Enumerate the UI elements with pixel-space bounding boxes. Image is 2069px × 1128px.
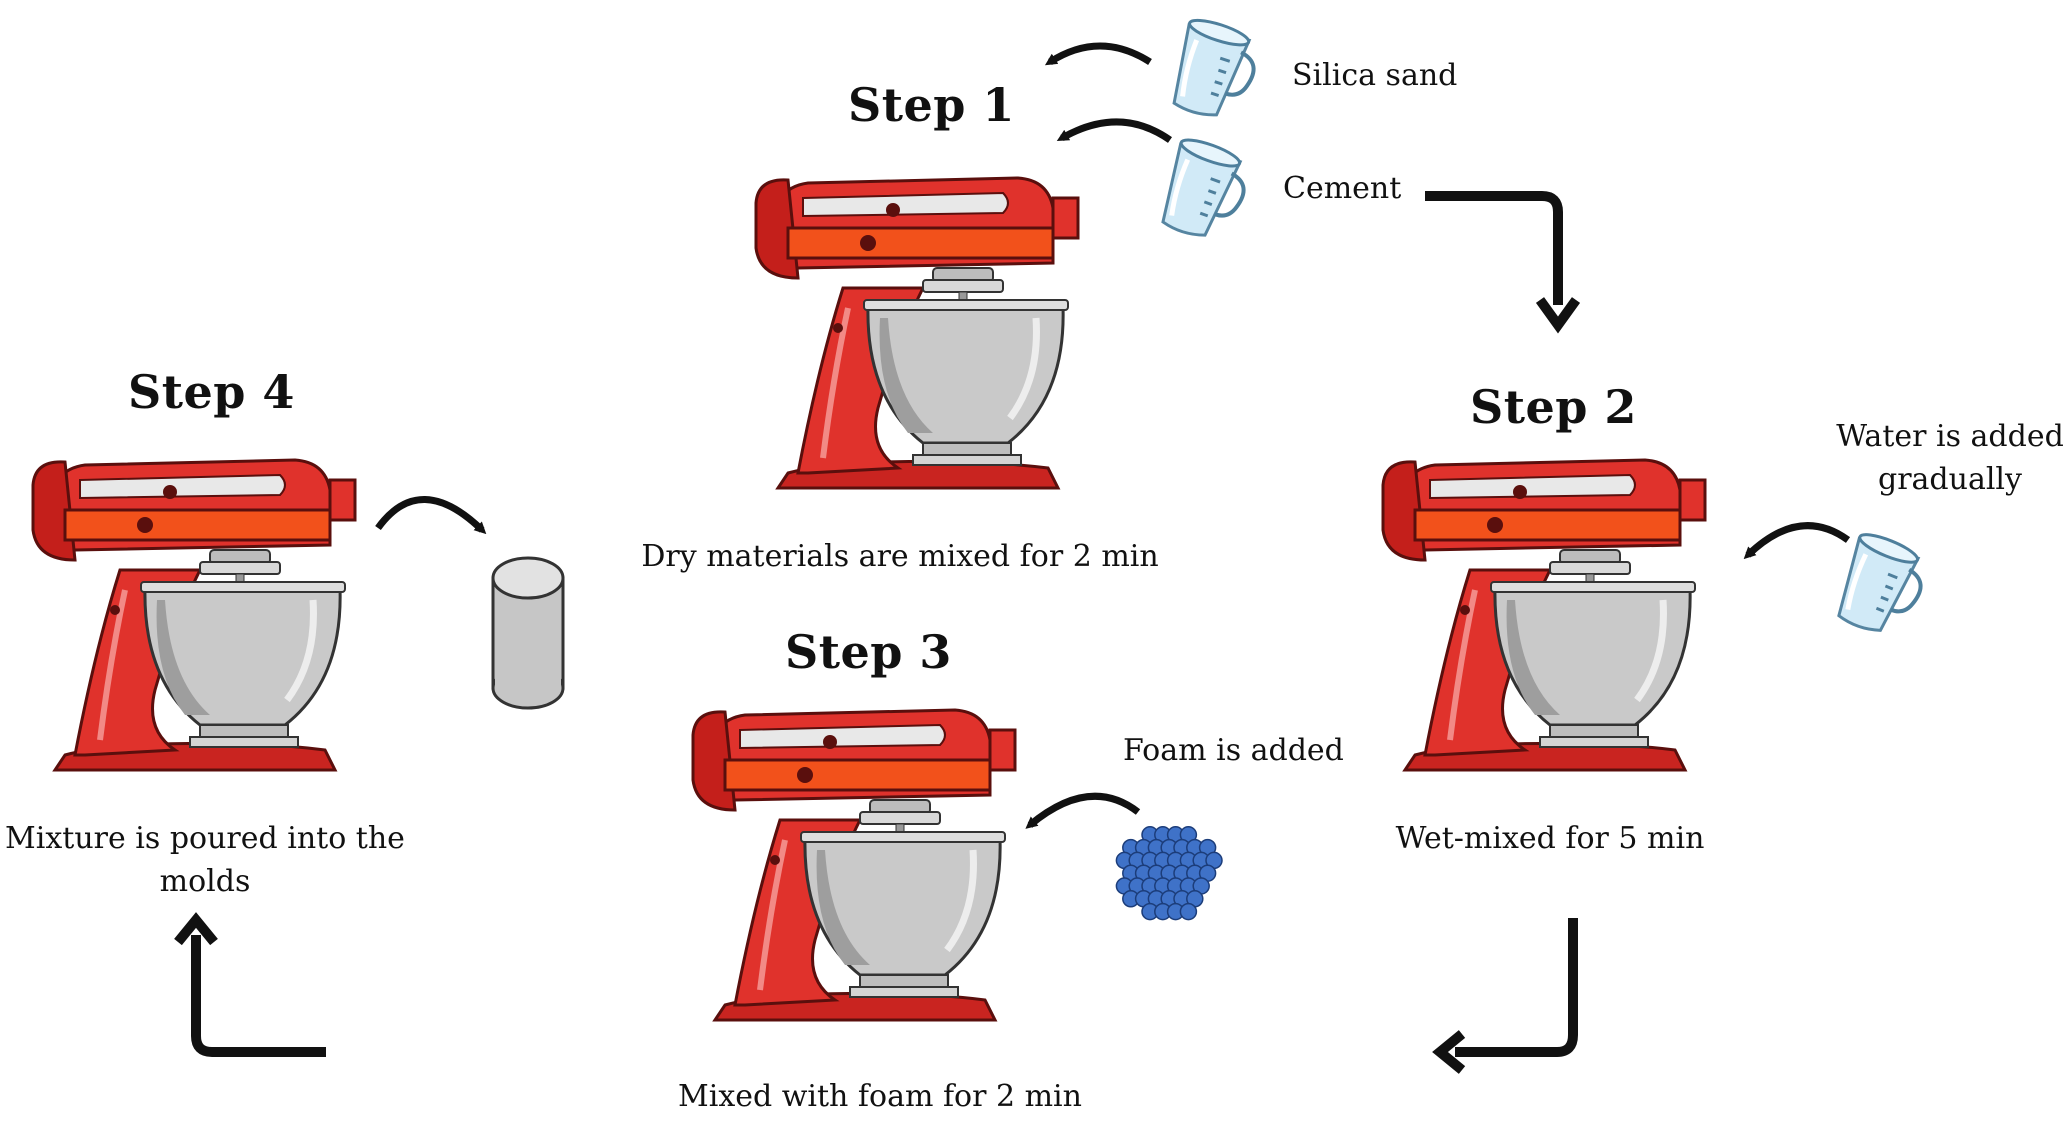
step1-title: Step 1: [848, 78, 1015, 132]
step2-title: Step 2: [1470, 380, 1637, 434]
water-arrow-icon: [1743, 522, 1851, 560]
step4-title: Step 4: [128, 365, 295, 419]
foam-label: Foam is added: [1123, 733, 1344, 768]
flow-arrow-1-to-2-head: [1535, 297, 1581, 334]
cement-arrow-icon: [1056, 118, 1173, 143]
step4-caption-line1: Mixture is poured into the: [5, 821, 405, 856]
cement-cup-icon: [1153, 135, 1256, 247]
flow-arrow-3-to-4: [191, 935, 326, 1057]
flow-arrow-1-to-2: [1425, 191, 1563, 305]
step3-title: Step 3: [785, 625, 952, 679]
step4-caption-line2: molds: [159, 864, 251, 899]
water-cup-icon: [1829, 529, 1934, 642]
silica-sand-label: Silica sand: [1292, 58, 1458, 93]
foam-arrow-icon: [1025, 792, 1141, 829]
cement-label: Cement: [1283, 171, 1402, 206]
mixer-step3: [693, 710, 1015, 1020]
step3-caption: Mixed with foam for 2 min: [678, 1079, 1082, 1114]
mold-icon: [491, 556, 565, 710]
pour-arrow-icon: [375, 496, 487, 535]
flow-arrow-2-to-3: [1455, 918, 1578, 1057]
step2-caption: Wet-mixed for 5 min: [1395, 821, 1705, 856]
mixer-step4: [33, 460, 355, 770]
mixer-step1: [756, 178, 1078, 488]
step4-caption: Mixture is poured into the molds: [0, 817, 410, 903]
silica-arrow-icon: [1044, 42, 1152, 66]
water-label: Water is added gradually: [1835, 415, 2065, 501]
flow-arrow-3-to-4-head: [174, 912, 218, 946]
foam-bubble: [1179, 902, 1198, 921]
water-label-line1: Water is added: [1836, 419, 2064, 454]
foam-icon: [1115, 826, 1223, 921]
mixer-step2: [1383, 460, 1705, 770]
water-label-line2: gradually: [1878, 462, 2022, 497]
step1-caption: Dry materials are mixed for 2 min: [641, 539, 1159, 574]
flow-arrow-2-to-3-head: [1432, 1030, 1466, 1074]
silica-cup-icon: [1164, 15, 1265, 126]
